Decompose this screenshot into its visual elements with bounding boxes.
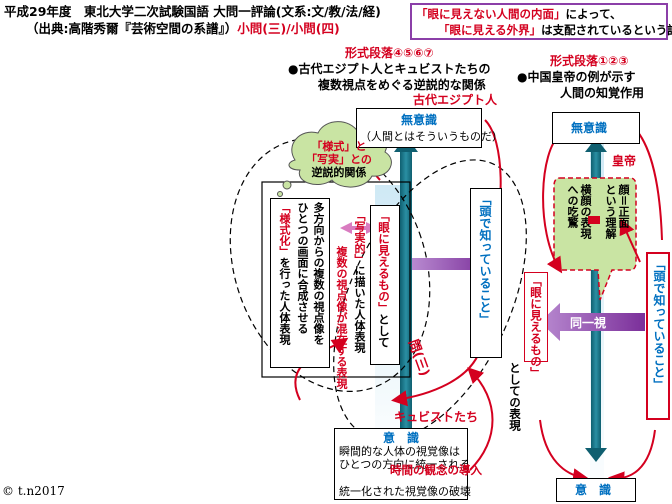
summary-tail2: は支配されているという話 (541, 23, 672, 37)
left-pink-arrow (340, 222, 378, 234)
header-line2: （出典:高階秀爾『芸術空間の系譜』）小問(三)/小問(四) (26, 22, 340, 36)
left-time-concept: 時間の観念の導入 (390, 463, 482, 477)
summary-quote1: 「眼に見えない人間の内面」 (416, 7, 566, 21)
right-visible-box: 「眼に見えるもの」 (524, 272, 548, 379)
left-head-knowing-box: 「頭で知っていること」 (470, 188, 502, 358)
left-conscious-title: 意 識 (383, 431, 420, 445)
right-emperor: 皇帝 (612, 154, 637, 168)
right-face-front: 顔＝正面 という理解 (604, 184, 630, 239)
right-conscious-box: 意 識 (556, 478, 636, 502)
right-same-view: 同一視 (570, 316, 607, 330)
left-realistic-text: 「写実的」に描いた人体表現 (353, 210, 366, 353)
right-title-line2: 人間の知覚作用 (560, 86, 645, 100)
summary-tail1: によって、 (565, 7, 622, 21)
left-conscious-box: 意 識 瞬間的な人体の視覚像は ひとつの方向に統一される 統一化された視覚像の破… (334, 428, 471, 500)
summary-quote2: 「眼に見える外界」 (438, 23, 542, 37)
credit: © t.n2017 (2, 484, 65, 498)
left-section-label: 形式段落④⑤⑥⑦ (345, 46, 434, 60)
right-red-curve-3 (608, 429, 656, 488)
right-purple-arrow (540, 303, 645, 341)
left-destroy: 統一化された視覚像の破壊 (339, 485, 471, 498)
left-red-curve-2 (391, 349, 481, 407)
left-red-curve-4 (467, 367, 494, 471)
right-teal-arrow (585, 138, 607, 462)
left-unconscious-sub: （人間とはそういうものだ） (360, 130, 503, 143)
left-visible-column: 「眼に見えるもの」として (370, 205, 400, 365)
left-mixed-text: 複数の視点像が混在する表現 (335, 246, 348, 389)
right-red-arrow-emperor (619, 218, 641, 263)
left-multi-column: 多方向からの複数の視点像を ひとつの画面に合成させる 「様式化」を行った人体表現 (270, 198, 330, 368)
right-conscious-title: 意 識 (575, 483, 612, 497)
header-line1: 平成29年度 東北大学二次試験国語 大問一評論(文系:文/教/法/経) (4, 4, 381, 19)
right-head-knowing-box: 「頭で知っていること」 (646, 252, 670, 420)
right-red-small-arrow (588, 216, 600, 224)
right-visible-tail: としての表現 (508, 362, 522, 431)
right-unconscious-title: 無意識 (571, 121, 608, 135)
right-section-label: 形式段落①②③ (550, 54, 629, 68)
header-source: （出典:高階秀爾『芸術空間の系譜』） (26, 21, 238, 36)
right-side-face: 横顔の表現 への吃驚 (566, 184, 592, 239)
right-unconscious-box: 無意識 (552, 112, 640, 144)
right-green-bubble (553, 177, 637, 301)
left-unconscious-title: 無意識 (401, 113, 438, 127)
left-cloud-text: 「様式」と 「写実」との 逆説的関係 (306, 140, 372, 179)
right-red-curve-4 (539, 419, 589, 485)
summary-box: 「眼に見えない人間の内面」によって、 「眼に見える外界」は支配されているという話 (410, 3, 672, 40)
left-title-line1: ●古代エジプト人とキュビストたちの (288, 62, 491, 76)
header-questions: 小問(三)/小問(四) (237, 21, 340, 36)
left-title-line2: 複数視点をめぐる逆説的な関係 (318, 78, 486, 92)
left-egypt-label: 古代エジプト人 (413, 93, 498, 107)
left-unconscious-box: 無意識 （人間とはそういうものだ） (356, 108, 503, 148)
left-cubist-label: キュビストたち (394, 410, 479, 424)
right-title-line1: ●中国皇帝の例が示す (517, 70, 636, 84)
left-dashed-ellipse-1 (229, 137, 431, 393)
